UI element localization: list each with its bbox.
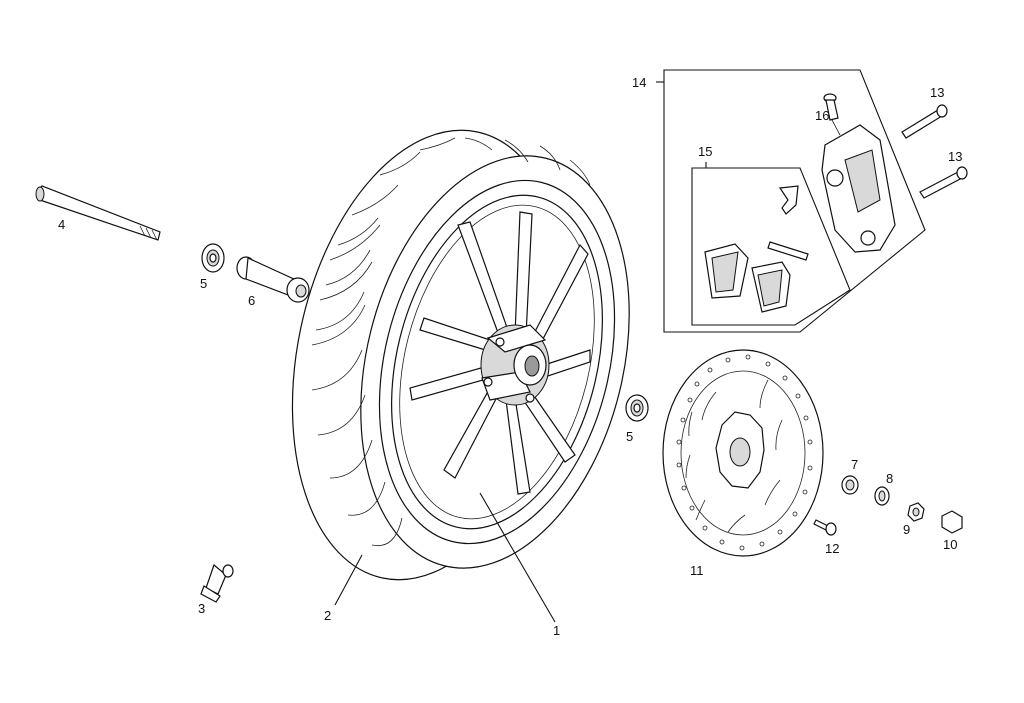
caliper-assembly-box (656, 69, 926, 333)
part-rim (378, 179, 616, 545)
part-cap-nut-10 (941, 510, 963, 534)
part-bleeder (823, 93, 841, 136)
part-pad-left (704, 243, 749, 299)
part-brake-disc (662, 349, 824, 557)
part-bearing-right (625, 394, 649, 422)
callout-15: 15 (698, 144, 712, 159)
callout-1: 1 (553, 623, 560, 638)
part-pad-pin (767, 241, 809, 261)
callout-3: 3 (198, 601, 205, 616)
leader-lines (334, 492, 556, 623)
callout-13-bottom: 13 (948, 149, 962, 164)
part-bearing-left (201, 243, 225, 273)
brake-pads-box (691, 162, 851, 326)
part-pad-spring (778, 185, 799, 215)
part-pad-right (751, 261, 791, 313)
part-caliper-bolt-bottom (919, 166, 968, 199)
callout-2: 2 (324, 608, 331, 623)
part-washer-8 (874, 486, 890, 506)
part-washer-7 (841, 475, 859, 495)
callout-14: 14 (632, 75, 646, 90)
part-spacer (236, 256, 310, 303)
callout-9: 9 (903, 522, 910, 537)
callout-12: 12 (825, 541, 839, 556)
callout-11: 11 (690, 563, 704, 578)
part-caliper-bolt-top (901, 104, 948, 139)
callout-16: 16 (815, 108, 829, 123)
callout-5-left: 5 (200, 276, 207, 291)
part-valve (200, 563, 234, 603)
callout-13-top: 13 (930, 85, 944, 100)
callout-4: 4 (58, 217, 65, 232)
part-axle (35, 185, 161, 241)
part-caliper (821, 124, 896, 253)
callout-6: 6 (248, 293, 255, 308)
callout-5-right: 5 (626, 429, 633, 444)
part-disc-bolt (813, 519, 837, 536)
callout-7: 7 (851, 457, 858, 472)
part-nut-9 (907, 502, 925, 522)
callout-8: 8 (886, 471, 893, 486)
callout-10: 10 (943, 537, 957, 552)
